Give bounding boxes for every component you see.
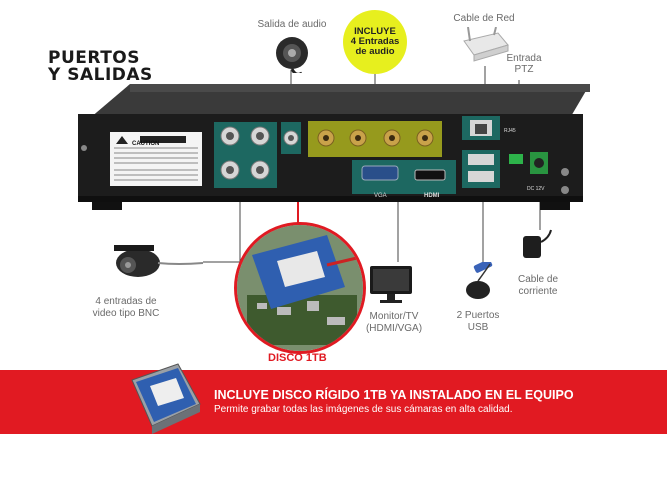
dc-label: DC 12V [527, 186, 545, 192]
banner-title: INCLUYE DISCO RÍGIDO 1TB YA INSTALADO EN… [214, 388, 574, 402]
network-label: Cable de Red [453, 13, 515, 24]
disk-label: DISCO 1TB [268, 352, 327, 364]
router-icon [463, 27, 509, 62]
rca-plug-icon [276, 37, 308, 73]
monitor-label: Monitor/TV (HDMI/VGA) [365, 311, 423, 334]
banner-subtitle: Permite grabar todas las imágenes de sus… [214, 404, 513, 415]
power-label: Cable de corriente [517, 274, 559, 297]
ptz-label: Entrada PTZ [506, 53, 542, 75]
audio-out-label: Salida de audio [257, 19, 327, 30]
hdd-icon [131, 363, 201, 434]
camera-cable-icon [114, 245, 204, 277]
rj45-label: RJ45 [504, 128, 516, 134]
caution-sticker-text: CAUTION [132, 141, 160, 147]
hdd-banner [0, 370, 667, 434]
monitor-icon [370, 266, 412, 303]
usb-devices-icon [466, 262, 493, 299]
hdmi-label: HDMI [424, 193, 440, 199]
hdd-installed-image [234, 222, 366, 354]
audio-inputs-badge: INCLUYE 4 Entradas de audio [343, 10, 407, 74]
power-adapter-icon [523, 229, 552, 258]
dvr-rear-panel [78, 84, 590, 210]
vga-label: VGA [374, 193, 387, 199]
section-title: PUERTOS Y SALIDAS [48, 48, 153, 85]
usb-label: 2 Puertos USB [456, 310, 500, 333]
bnc-label: 4 entradas de video tipo BNC [92, 296, 160, 319]
